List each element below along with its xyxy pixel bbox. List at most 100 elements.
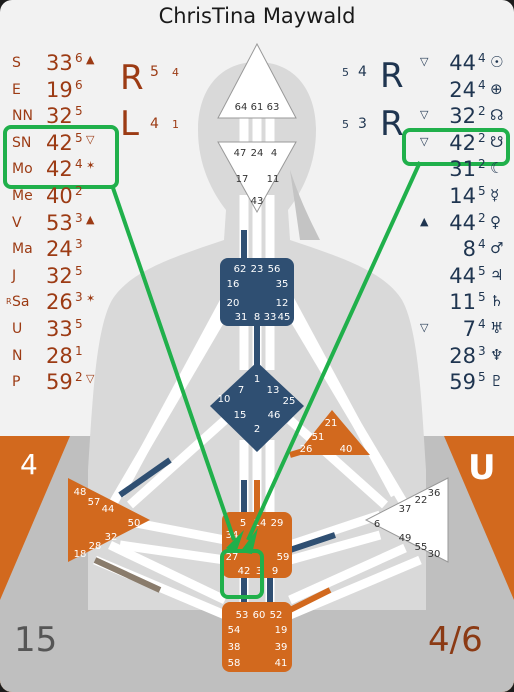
planet-symbol-icon: ♇ xyxy=(490,372,504,391)
gate-label: 61 xyxy=(251,102,264,113)
gate-label: 9 xyxy=(272,566,278,577)
gate-number: 59 xyxy=(46,370,73,395)
g-center xyxy=(210,362,304,452)
gate-label: 56 xyxy=(268,264,281,275)
gate-label: 62 xyxy=(234,264,247,275)
planet-symbol-icon: ☊ xyxy=(490,106,504,125)
planet-label: Mo xyxy=(12,161,33,178)
line-number: 4 xyxy=(478,317,486,331)
gate-label: 32 xyxy=(105,532,118,543)
gate-label: 5 xyxy=(240,518,246,529)
planet-label: V xyxy=(12,214,22,231)
line-number: 5 xyxy=(75,263,83,278)
line-number: 4 xyxy=(75,157,83,172)
gate-number: 53 xyxy=(46,210,73,235)
gate-label: 58 xyxy=(228,658,241,669)
definition-number: 4 xyxy=(20,448,38,481)
gate-label: 36 xyxy=(428,488,441,499)
line-number: 2 xyxy=(478,157,486,172)
throat-center xyxy=(220,258,294,326)
gate-label: 22 xyxy=(415,495,428,506)
fixing-mark: ▲ xyxy=(86,212,95,226)
planet-label: U xyxy=(12,321,23,337)
planet-label: J xyxy=(12,267,17,284)
line-number: 5 xyxy=(75,130,83,145)
gate-label: 18 xyxy=(74,549,87,560)
gate-label: 50 xyxy=(128,518,141,529)
annotation-overlay xyxy=(3,125,510,599)
planet-label: P xyxy=(12,374,21,391)
gate-number: 32 xyxy=(449,104,476,129)
variable-right-bottom-letter: R xyxy=(380,104,404,144)
line-number: 5 xyxy=(75,317,83,331)
variable-right-top-letter: R xyxy=(380,56,404,96)
gate-number: 44 xyxy=(449,263,476,288)
fixing-mark: ▲ xyxy=(86,53,95,66)
gate-number: 42 xyxy=(46,157,73,182)
gate-label: 7 xyxy=(238,385,244,396)
gate-label: 12 xyxy=(276,298,289,309)
gate-label: 64 xyxy=(235,102,248,113)
gate-number: 32 xyxy=(46,263,73,288)
gate-label: 60 xyxy=(253,610,266,621)
retrograde-mark: R xyxy=(6,297,12,307)
line-number: 2 xyxy=(478,130,486,145)
arrow-heads xyxy=(226,528,258,554)
planet-symbol-icon: ♂ xyxy=(490,239,504,258)
gate-label: 55 xyxy=(415,542,428,553)
line-number: 6 xyxy=(75,51,83,65)
gate-label: 57 xyxy=(88,497,101,508)
gate-label: 25 xyxy=(283,396,296,407)
planet-symbol-icon: ⊕ xyxy=(490,79,503,98)
line-number: 2 xyxy=(478,104,486,119)
gate-label: 63 xyxy=(267,102,280,113)
gate-label: 14 xyxy=(254,518,267,529)
gate-label: 29 xyxy=(271,518,284,529)
gate-label: 19 xyxy=(275,625,288,636)
gate-number: 28 xyxy=(46,343,73,368)
variable-left-top-letter: R xyxy=(120,58,144,98)
gate-label: 17 xyxy=(236,174,249,185)
fixing-mark: ✶ xyxy=(86,292,96,306)
line-number: 5 xyxy=(478,290,486,305)
planet-label: Ma xyxy=(12,241,33,258)
gate-label: 51 xyxy=(312,432,325,443)
line-number: 3 xyxy=(75,290,83,305)
line-number: 2 xyxy=(75,184,83,198)
line-number: 4 xyxy=(478,237,486,252)
gate-number: 14 xyxy=(449,184,476,208)
gate-label: 23 xyxy=(251,264,264,275)
gate-label: 11 xyxy=(267,174,280,185)
gate-label: 41 xyxy=(275,658,288,669)
gate-label: 26 xyxy=(300,444,313,455)
incarnation-number: 15 xyxy=(14,620,58,660)
gate-label: 40 xyxy=(340,444,353,455)
gate-label: 48 xyxy=(74,487,87,498)
gate-label: 28 xyxy=(89,541,102,552)
gate-label: 16 xyxy=(227,279,240,290)
gate-number: 44 xyxy=(449,51,476,75)
variable-right-top-b: 4 xyxy=(358,64,367,80)
gate-label: 59 xyxy=(277,552,290,563)
gate-number: 40 xyxy=(46,184,73,208)
fixing-mark: ▽ xyxy=(420,134,429,148)
variable-right-bottom-a: 5 xyxy=(342,118,349,131)
variable-right-bottom-b: 3 xyxy=(358,116,367,132)
gate-label: 10 xyxy=(218,394,231,405)
line-number: 2 xyxy=(75,370,83,385)
variable-left-top-a: 5 xyxy=(150,64,159,80)
gate-number: 19 xyxy=(46,77,73,102)
gate-label: 38 xyxy=(228,642,241,653)
arrow-right xyxy=(246,161,422,541)
line-number: 5 xyxy=(478,370,486,385)
planet-symbol-icon: ☋ xyxy=(490,132,504,151)
gate-number: 33 xyxy=(46,317,73,341)
highlight-box-right xyxy=(402,128,510,166)
gate-label: 2 xyxy=(254,424,260,435)
line-number: 3 xyxy=(75,237,83,252)
gate-label: 27 xyxy=(226,552,239,563)
gate-label: 30 xyxy=(428,549,441,560)
fixing-mark: ▽ xyxy=(86,132,95,146)
root-center xyxy=(222,602,292,672)
gate-label: 33 xyxy=(264,312,277,323)
